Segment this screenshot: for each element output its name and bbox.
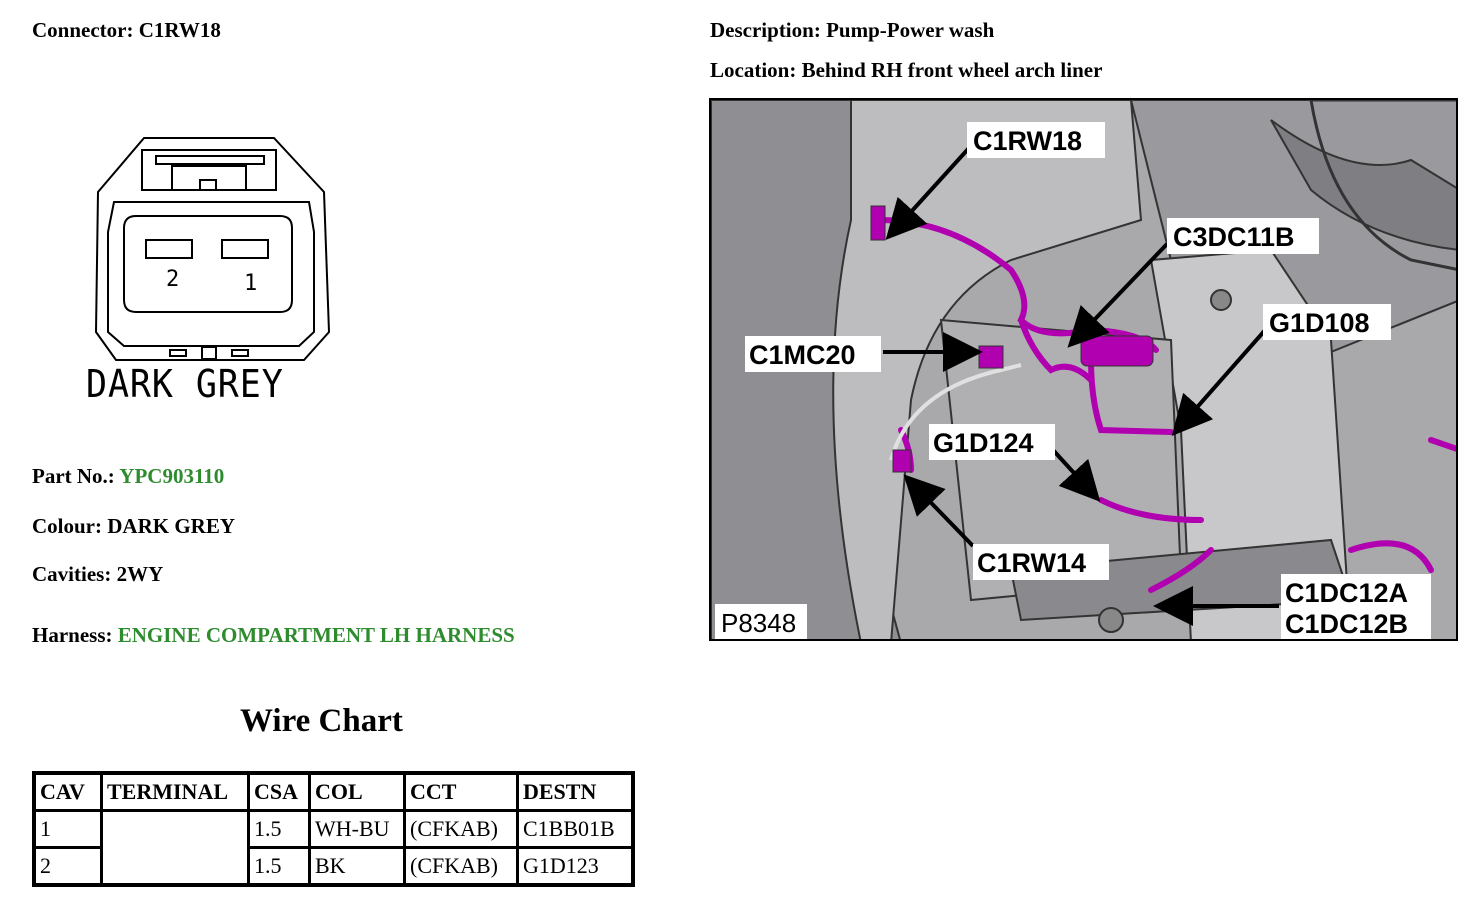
location-photo: C1RW18 C3DC11B G1D108 C1MC20 G1D124 C1RW… — [709, 98, 1458, 641]
cell-cav: 2 — [32, 846, 103, 887]
cell-cct: (CFKAB) — [403, 809, 519, 849]
wire-chart-table: CAV TERMINAL CSA COL CCT DESTN 1 1.5 WH-… — [32, 771, 635, 887]
connector-field: Connector: C1RW18 — [32, 18, 221, 43]
cell-cav: 1 — [32, 809, 103, 849]
header-csa: CSA — [247, 771, 311, 812]
connector-colour-caption: DARK GREY — [86, 362, 284, 406]
header-destn: DESTN — [516, 771, 635, 812]
table-row: 1 1.5 WH-BU (CFKAB) C1BB01B — [32, 809, 635, 887]
header-cav: CAV — [32, 771, 103, 812]
harness-label: Harness: — [32, 623, 113, 647]
callout-c1mc20: C1MC20 — [749, 340, 856, 370]
cell-col: WH-BU — [308, 809, 406, 849]
header-terminal: TERMINAL — [100, 771, 250, 812]
location-illustration: C1RW18 C3DC11B G1D108 C1MC20 G1D124 C1RW… — [711, 100, 1456, 639]
cell-terminal — [100, 809, 250, 887]
harness-link[interactable]: ENGINE COMPARTMENT LH HARNESS — [117, 623, 515, 647]
description-label: Description: — [710, 18, 821, 42]
description-field: Description: Pump-Power wash — [710, 18, 994, 43]
table-header-row: CAV TERMINAL CSA COL CCT DESTN — [32, 771, 635, 812]
part-no-link[interactable]: YPC903110 — [119, 464, 225, 488]
cavity-2-number: 2 — [166, 267, 179, 292]
colour-value: DARK GREY — [107, 514, 236, 538]
callout-c3dc11b: C3DC11B — [1173, 222, 1295, 252]
cell-destn: C1BB01B — [516, 809, 635, 849]
connector-value: C1RW18 — [138, 18, 221, 42]
cavity-1-terminal — [221, 239, 269, 259]
harness-field: Harness: ENGINE COMPARTMENT LH HARNESS — [32, 623, 515, 648]
figure-id: P8348 — [721, 608, 796, 638]
connector-face-diagram: 2 1 — [94, 137, 331, 361]
location-field: Location: Behind RH front wheel arch lin… — [710, 58, 1102, 83]
connector-label: Connector: — [32, 18, 134, 42]
header-cct: CCT — [403, 771, 519, 812]
location-value: Behind RH front wheel arch liner — [801, 58, 1103, 82]
cell-destn: G1D123 — [516, 846, 635, 887]
callout-g1d124: G1D124 — [933, 428, 1034, 458]
cavities-label: Cavities: — [32, 562, 112, 586]
wire-chart-title: Wire Chart — [240, 703, 403, 739]
cell-csa: 1.5 — [247, 809, 311, 849]
callout-c1rw18: C1RW18 — [973, 126, 1082, 156]
colour-label: Colour: — [32, 514, 102, 538]
part-no-label: Part No.: — [32, 464, 115, 488]
callout-c1rw14: C1RW14 — [977, 548, 1086, 578]
callout-c1dc12a: C1DC12A — [1285, 578, 1408, 608]
header-col: COL — [308, 771, 406, 812]
cell-csa: 1.5 — [247, 846, 311, 887]
colour-field: Colour: DARK GREY — [32, 514, 235, 539]
table-row: 2 1.5 BK (CFKAB) G1D123 — [32, 846, 635, 887]
cavities-field: Cavities: 2WY — [32, 562, 163, 587]
description-value: Pump-Power wash — [826, 18, 995, 42]
cell-col: BK — [308, 846, 406, 887]
callout-labels: C1RW18 C3DC11B G1D108 C1MC20 G1D124 C1RW… — [715, 122, 1431, 639]
cavity-1-number: 1 — [244, 271, 257, 296]
cell-cct: (CFKAB) — [403, 846, 519, 887]
cavity-2-terminal — [145, 239, 193, 259]
part-no-field: Part No.: YPC903110 — [32, 464, 224, 489]
callout-c1dc12b: C1DC12B — [1285, 609, 1408, 639]
location-label: Location: — [710, 58, 797, 82]
cavities-value: 2WY — [116, 562, 164, 586]
callout-g1d108: G1D108 — [1269, 308, 1370, 338]
